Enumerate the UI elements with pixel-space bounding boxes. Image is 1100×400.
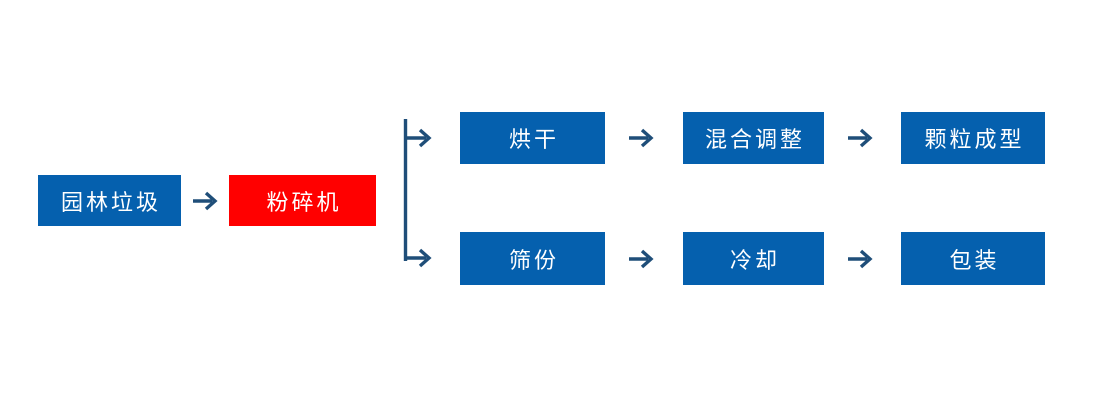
arrow-icon-mixing-to-granulation xyxy=(847,126,877,150)
node-drying[interactable]: 烘干 xyxy=(460,112,605,164)
node-granulation[interactable]: 颗粒成型 xyxy=(901,112,1045,164)
node-garden-waste[interactable]: 园林垃圾 xyxy=(38,175,181,226)
arrow-icon-cooling-to-packaging xyxy=(847,247,877,271)
arrow-icon-screening-to-cooling xyxy=(628,247,658,271)
node-mixing-adjustment[interactable]: 混合调整 xyxy=(683,112,824,164)
node-cooling[interactable]: 冷却 xyxy=(683,232,824,285)
arrow-icon-waste-to-crusher xyxy=(192,189,222,213)
arrow-icon-drying-to-mixing xyxy=(628,126,658,150)
branch-split-arrows-icon xyxy=(400,110,440,270)
node-screening[interactable]: 筛份 xyxy=(460,232,605,285)
node-packaging[interactable]: 包装 xyxy=(901,232,1045,285)
node-crusher[interactable]: 粉碎机 xyxy=(229,175,376,226)
